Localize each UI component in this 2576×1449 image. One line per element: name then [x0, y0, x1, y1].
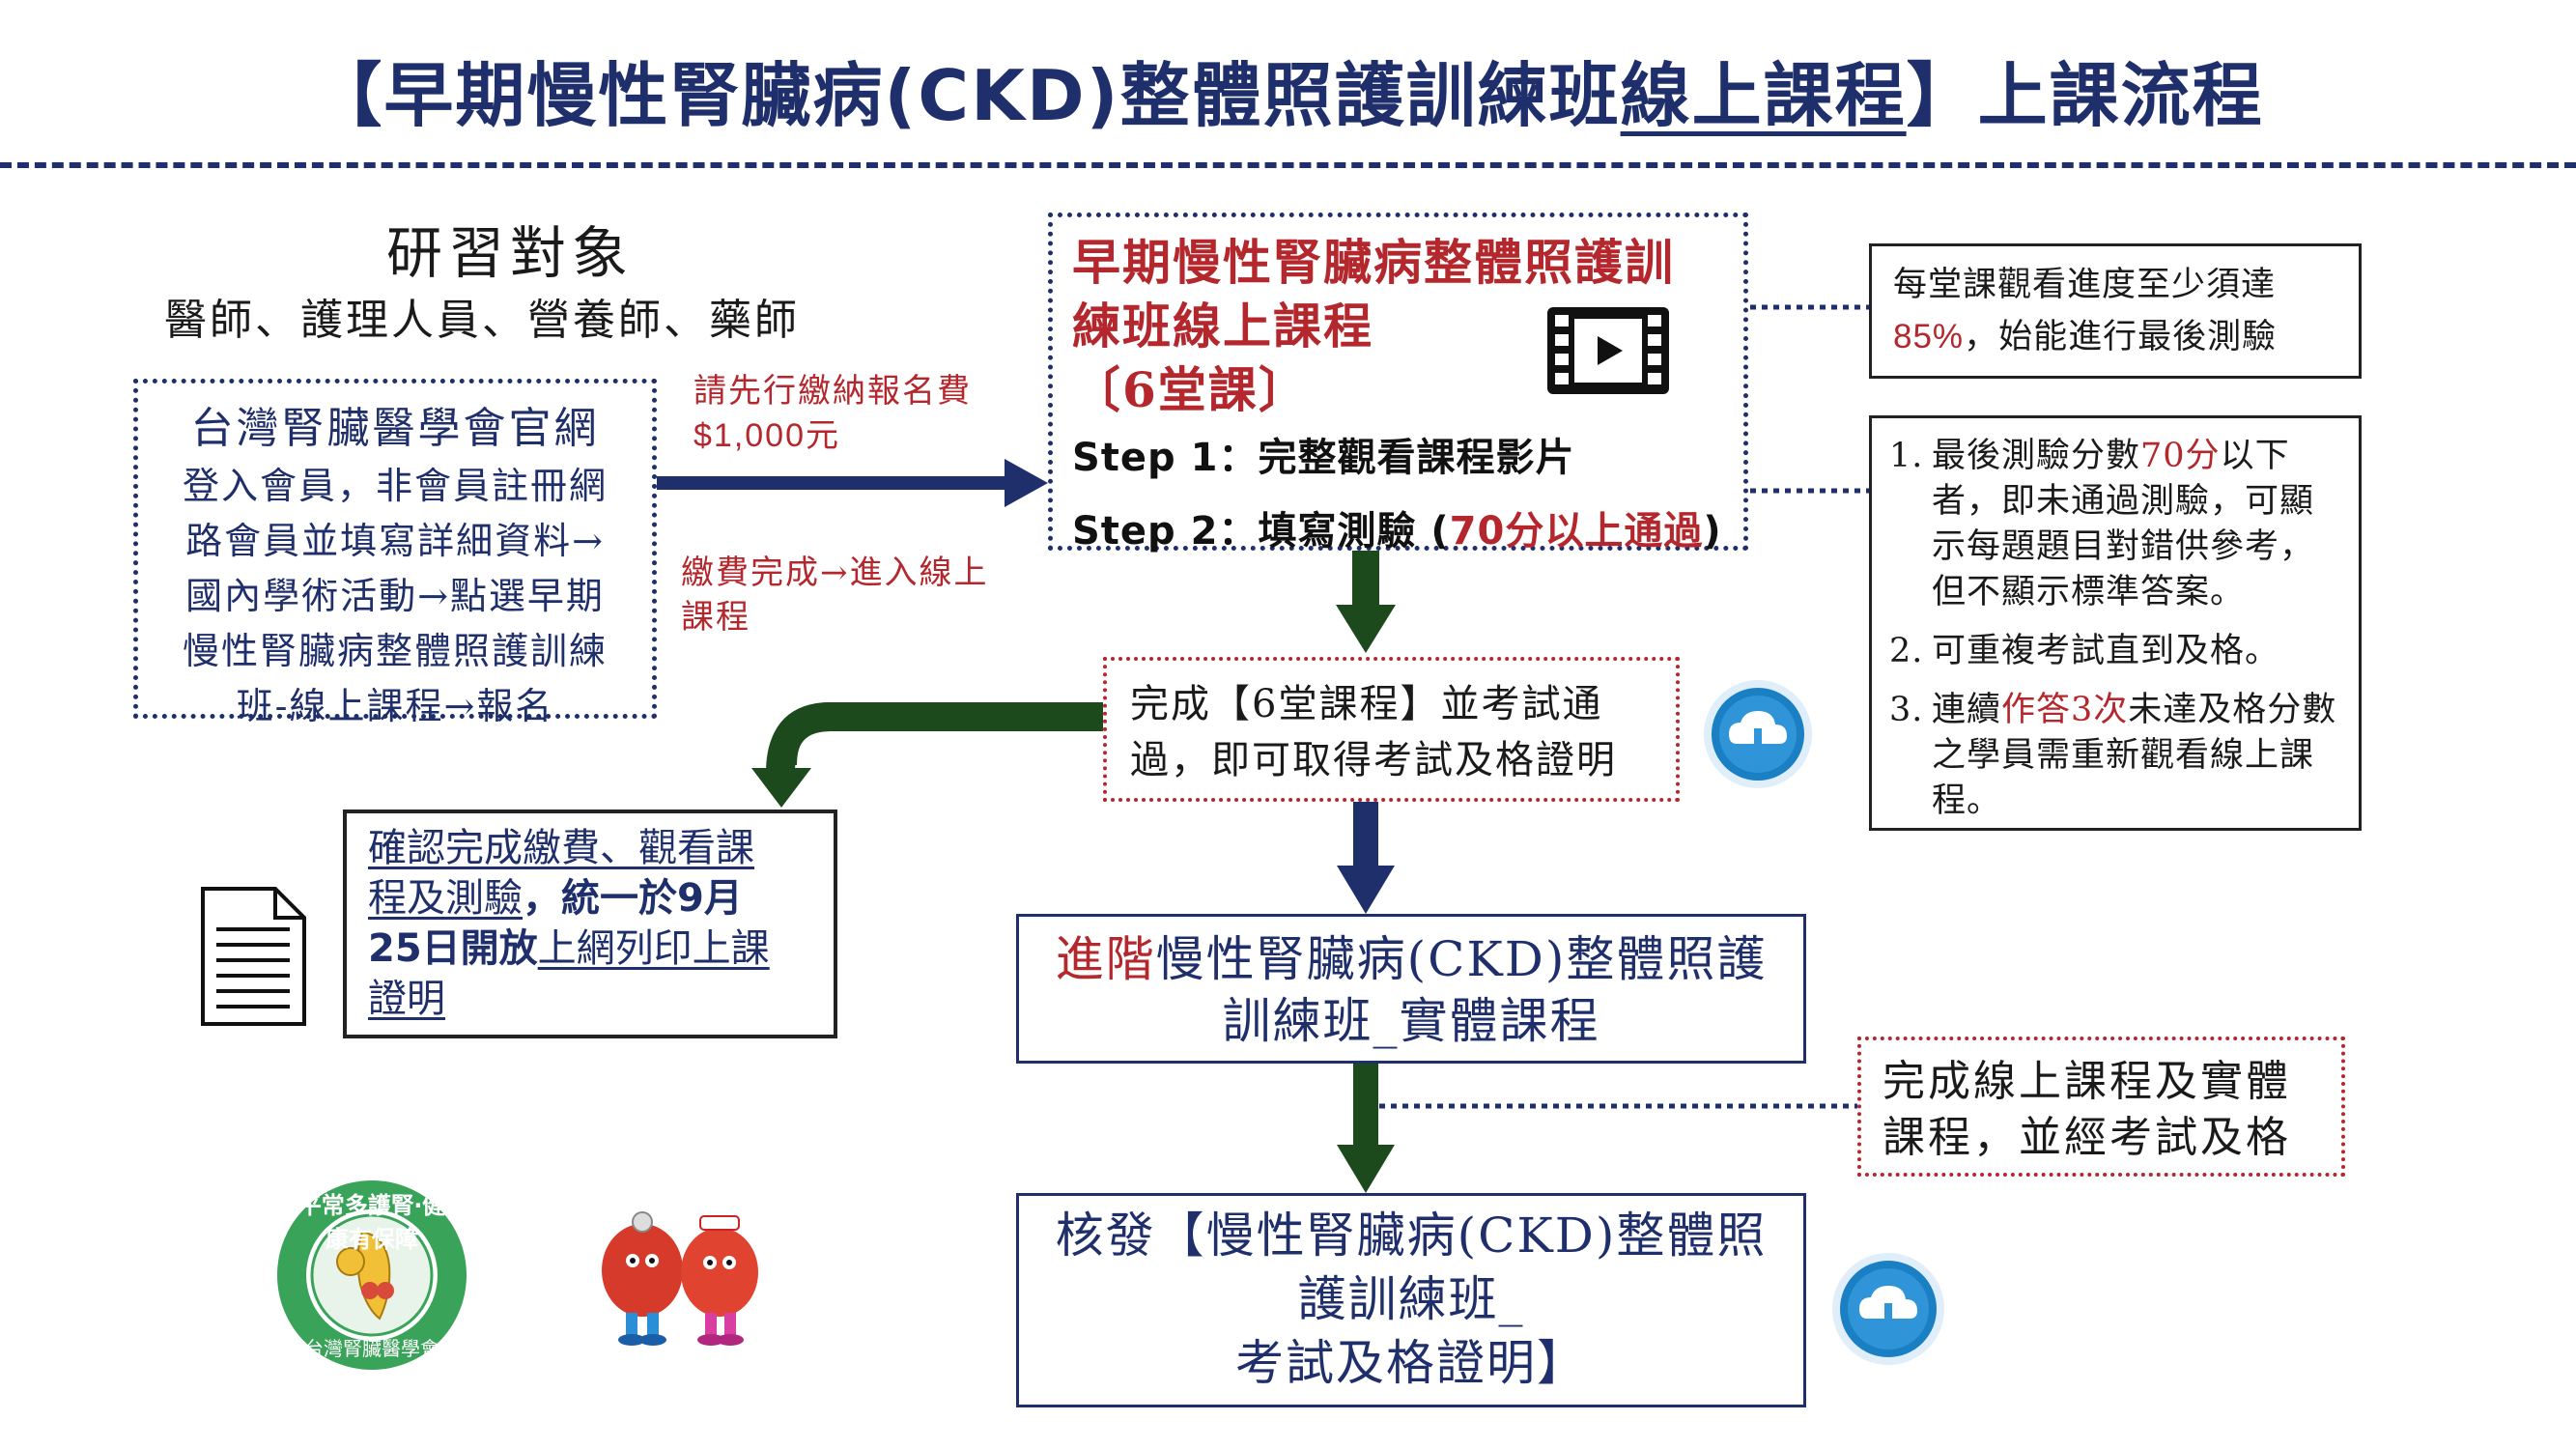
rule-text-part: 連續: [1932, 691, 2002, 729]
confirm-text-6: 證明: [368, 977, 445, 1021]
registration-line: 國內學術活動→點選早期: [185, 575, 605, 617]
logo-bottom-text: 台灣腎臟醫學會: [304, 1337, 439, 1360]
cloud-download-icon[interactable]: [1704, 680, 1812, 788]
registration-line: 路會員並填寫詳細資料→: [185, 520, 605, 562]
audience-list: 醫師、護理人員、營養師、藥師: [164, 296, 800, 345]
progress-note-line1: 每堂課觀看進度至少須達: [1893, 266, 2277, 304]
document-icon: [201, 887, 306, 1026]
rule-text: 連續作答3次未達及格分數之學員需重新觀看線上課程。: [1932, 688, 2341, 824]
advanced-line1: 進階慢性腎臟病(CKD)整體照護: [1029, 928, 1794, 990]
fee-note-line1: 請先行繳納報名費: [694, 372, 972, 411]
rule-item: 1. 最後測驗分數70分以下者，即未通過測驗，可顯示每題題目對錯供參考，但不顯示…: [1889, 434, 2341, 615]
rule-number: 3.: [1889, 691, 1924, 729]
rule-text-highlight: 作答3次: [2001, 691, 2129, 729]
arrow-to-issue: [1337, 1064, 1395, 1193]
registration-line: 班-線上課程→報名: [236, 685, 554, 727]
title-suffix: 】上課流程: [1906, 55, 2264, 136]
rule-number: 1.: [1889, 437, 1924, 475]
rule-item: 3. 連續作答3次未達及格分數之學員需重新觀看線上課程。: [1889, 688, 2341, 824]
confirm-text-2: 程及測驗: [368, 876, 523, 921]
issue-line3: 考試及格證明】: [1235, 1335, 1587, 1391]
course-step2-suffix: ): [1703, 509, 1722, 554]
rule-item: 2. 可重複考試直到及格。: [1889, 629, 2341, 674]
advanced-label: 進階: [1055, 931, 1156, 987]
video-play-icon: [1547, 307, 1669, 394]
rule-text-part: 最後測驗分數: [1932, 437, 2141, 475]
progress-note-percent: 85%: [1893, 318, 1965, 355]
course-step2-pass: 70分以上通過: [1449, 509, 1704, 554]
logo-top-text: 平常多護腎‧健康有保障: [297, 1192, 446, 1253]
completion-requirement-note: 完成線上課程及實體 課程，並經考試及格: [1857, 1037, 2345, 1177]
rule-text-part: 未達及格分數之學員需重新觀看線上課程。: [1932, 691, 2337, 820]
arrow-to-pass: [1336, 551, 1396, 653]
course-step2-prefix: Step 2：填寫測驗 (: [1072, 509, 1450, 554]
course-title-line3: 〔6堂課〕: [1072, 361, 1309, 418]
advanced-course-box: 進階慢性腎臟病(CKD)整體照護 訓練班_實體課程: [1016, 914, 1806, 1064]
paid-note-line2: 課程: [681, 598, 750, 637]
registration-heading: 台灣腎臟醫學會官網: [190, 404, 600, 453]
complete-line2: 課程，並經考試及格: [1882, 1113, 2291, 1162]
registration-box: 台灣腎臟醫學會官網 登入會員，非會員註冊網 路會員並填寫詳細資料→ 國內學術活動…: [133, 379, 657, 727]
confirm-text-1: 確認完成繳費、觀看課: [368, 826, 754, 870]
audience-heading: 研習對象: [386, 220, 635, 286]
confirm-text-4: 25日開放: [368, 926, 538, 971]
paid-note: 繳費完成→進入線上 課程: [681, 551, 989, 639]
confirm-text-3: ，統一於9月: [523, 876, 743, 921]
course-title-line1: 早期慢性腎臟病整體照護訓: [1072, 234, 1675, 291]
course-step2: Step 2：填寫測驗 (70分以上通過): [1072, 499, 1724, 555]
course-title-line2: 練班線上課程: [1072, 298, 1373, 355]
certificate-print-box: 確認完成繳費、觀看課程及測驗，統一於9月 25日開放上網列印上課證明: [343, 810, 837, 1038]
exam-rules-note: 1. 最後測驗分數70分以下者，即未通過測驗，可顯示每題題目對錯供參考，但不顯示…: [1869, 415, 2362, 831]
pass-line2: 過，即可取得考試及格證明: [1130, 738, 1617, 782]
title-prefix: 【早期慢性腎臟病(CKD)整體照護訓練班: [312, 55, 1621, 136]
course-step1: Step 1：完整觀看課程影片: [1072, 436, 1575, 480]
arrow-to-course: [657, 459, 1048, 507]
registration-line: 慢性腎臟病整體照護訓練: [182, 630, 608, 672]
pass-line1: 完成【6堂課程】並考試通: [1130, 682, 1603, 726]
complete-line1: 完成線上課程及實體: [1882, 1057, 2291, 1106]
rule-text: 最後測驗分數70分以下者，即未通過測驗，可顯示每題題目對錯供參考，但不顯示標準答…: [1932, 434, 2341, 615]
online-course-box: 早期慢性腎臟病整體照護訓 練班線上課程 〔6堂課〕 Step 1：完整觀看課程影…: [1048, 213, 1748, 554]
advanced-line1-rest: 慢性腎臟病(CKD)整體照護: [1155, 931, 1768, 987]
registration-steps: 登入會員，非會員註冊網 路會員並填寫詳細資料→ 國內學術活動→點選早期 慢性腎臟…: [148, 459, 642, 734]
exam-pass-box: 完成【6堂課程】並考試通 過，即可取得考試及格證明: [1103, 657, 1680, 802]
arrow-to-advanced: [1337, 802, 1395, 914]
paid-note-line1: 繳費完成→進入線上: [681, 554, 989, 592]
title-divider: [0, 162, 2576, 168]
progress-requirement-note: 每堂課觀看進度至少須達 85%，始能進行最後測驗: [1869, 243, 2362, 379]
issue-line2: 護訓練班_: [1297, 1271, 1525, 1327]
title-underlined: 線上課程: [1620, 55, 1907, 136]
fee-note-line2: $1,000元: [694, 417, 840, 454]
confirm-text-5: 上網列印上課: [537, 926, 770, 971]
rule-text: 可重複考試直到及格。: [1932, 632, 2280, 670]
fee-note: 請先行繳納報名費 $1,000元: [694, 369, 972, 458]
rule-number: 2.: [1889, 632, 1924, 670]
advanced-line2: 訓練班_實體課程: [1222, 993, 1600, 1049]
registration-line: 登入會員，非會員註冊網: [182, 465, 608, 507]
page-title: 【早期慢性腎臟病(CKD)整體照護訓練班線上課程】上課流程: [0, 39, 2576, 140]
rule-text-part: 以下者，即未通過測驗，可顯示每題題目對錯供參考，但不顯示標準答案。: [1932, 437, 2315, 611]
certificate-issue-box: 核發【慢性腎臟病(CKD)整體照 護訓練班_ 考試及格證明】: [1016, 1193, 1806, 1407]
progress-note-line2: 85%，始能進行最後測驗: [1893, 311, 2337, 363]
progress-note-rest: ，始能進行最後測驗: [1964, 318, 2278, 356]
rule-text-highlight: 70分: [2140, 437, 2221, 475]
arrow-to-confirm: [751, 702, 1103, 808]
cloud-download-icon[interactable]: [1832, 1253, 1944, 1365]
issue-line1: 核發【慢性腎臟病(CKD)整體照: [1055, 1208, 1768, 1264]
society-logo: [277, 1180, 467, 1370]
kidney-mascots: [602, 1211, 758, 1346]
